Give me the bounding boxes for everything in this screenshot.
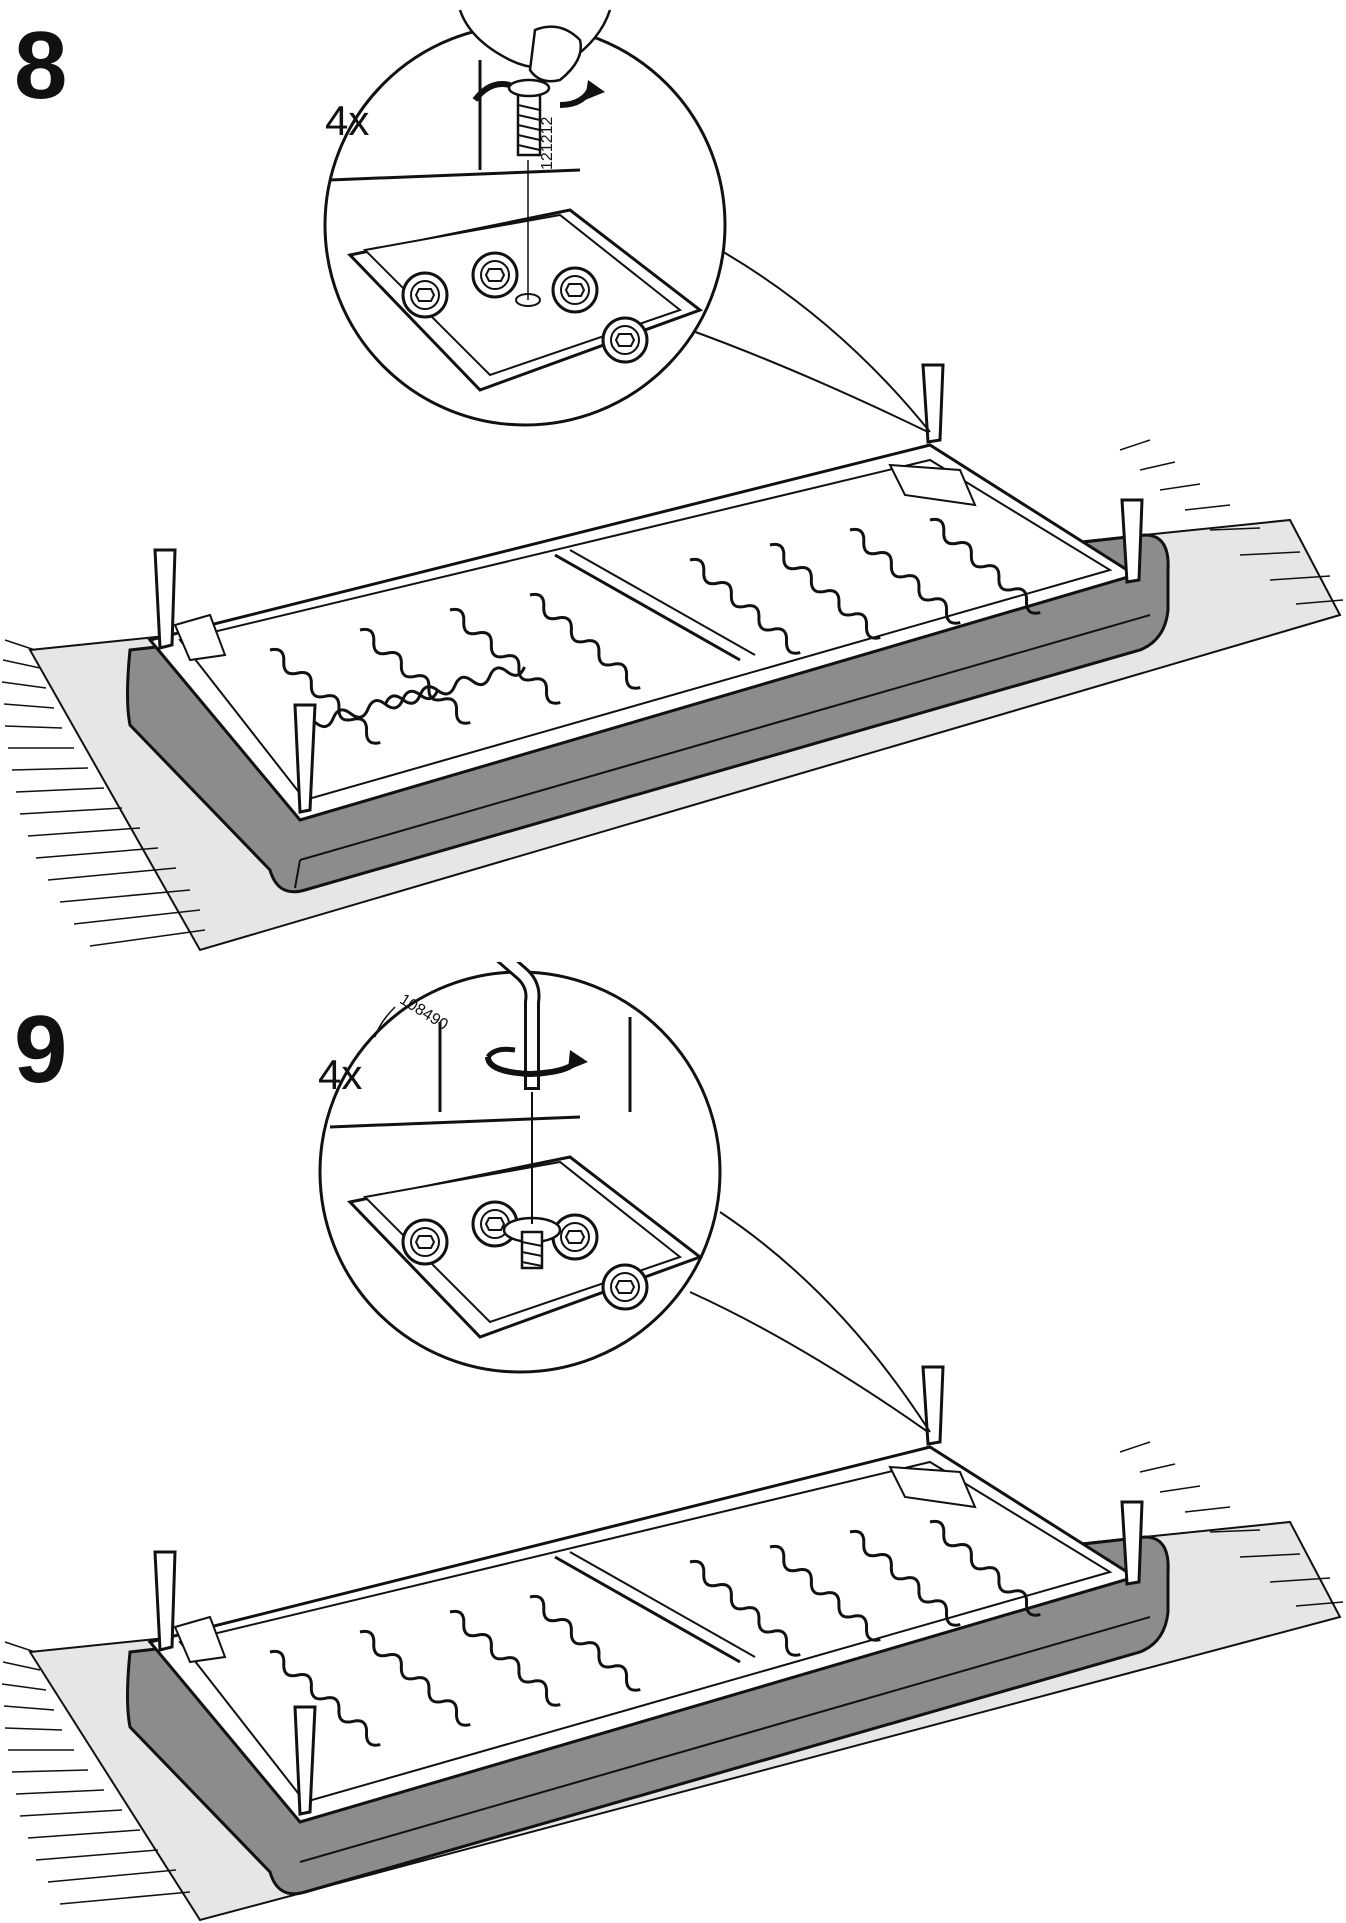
detail-content bbox=[329, 962, 704, 1339]
rug-fringe bbox=[1, 1441, 1344, 1905]
corner-brackets bbox=[173, 463, 977, 662]
rug-fringe bbox=[1, 439, 1344, 947]
bolt-3 bbox=[551, 266, 599, 314]
bolt-3 bbox=[551, 1213, 599, 1261]
callout-pointer bbox=[719, 249, 931, 433]
quantity-label: 4x bbox=[318, 1051, 363, 1098]
bolt-2 bbox=[471, 251, 519, 299]
step-8: 8 4x 121212 bbox=[0, 0, 1346, 961]
legs bbox=[153, 1365, 1144, 1816]
detail-content bbox=[329, 9, 704, 392]
step-9-illustration bbox=[1, 962, 1344, 1922]
step-9: 9 4x 108490 bbox=[0, 962, 1346, 1923]
rotation-arrow-icon bbox=[472, 81, 511, 102]
corner-brackets bbox=[173, 1465, 977, 1664]
bolt-4 bbox=[601, 1263, 649, 1311]
step-number: 8 bbox=[14, 12, 68, 119]
step-8-illustration bbox=[1, 9, 1344, 952]
screw-icon bbox=[507, 78, 551, 157]
screw-icon bbox=[502, 1216, 562, 1270]
legs bbox=[153, 363, 1144, 814]
quantity-label: 4x bbox=[325, 97, 370, 144]
bolt-1 bbox=[401, 271, 449, 319]
bolt-1 bbox=[401, 1218, 449, 1266]
part-number-label: 121212 bbox=[539, 116, 556, 170]
step-number: 9 bbox=[14, 996, 68, 1103]
callout-pointer bbox=[719, 1211, 931, 1433]
bolt-4 bbox=[601, 316, 649, 364]
